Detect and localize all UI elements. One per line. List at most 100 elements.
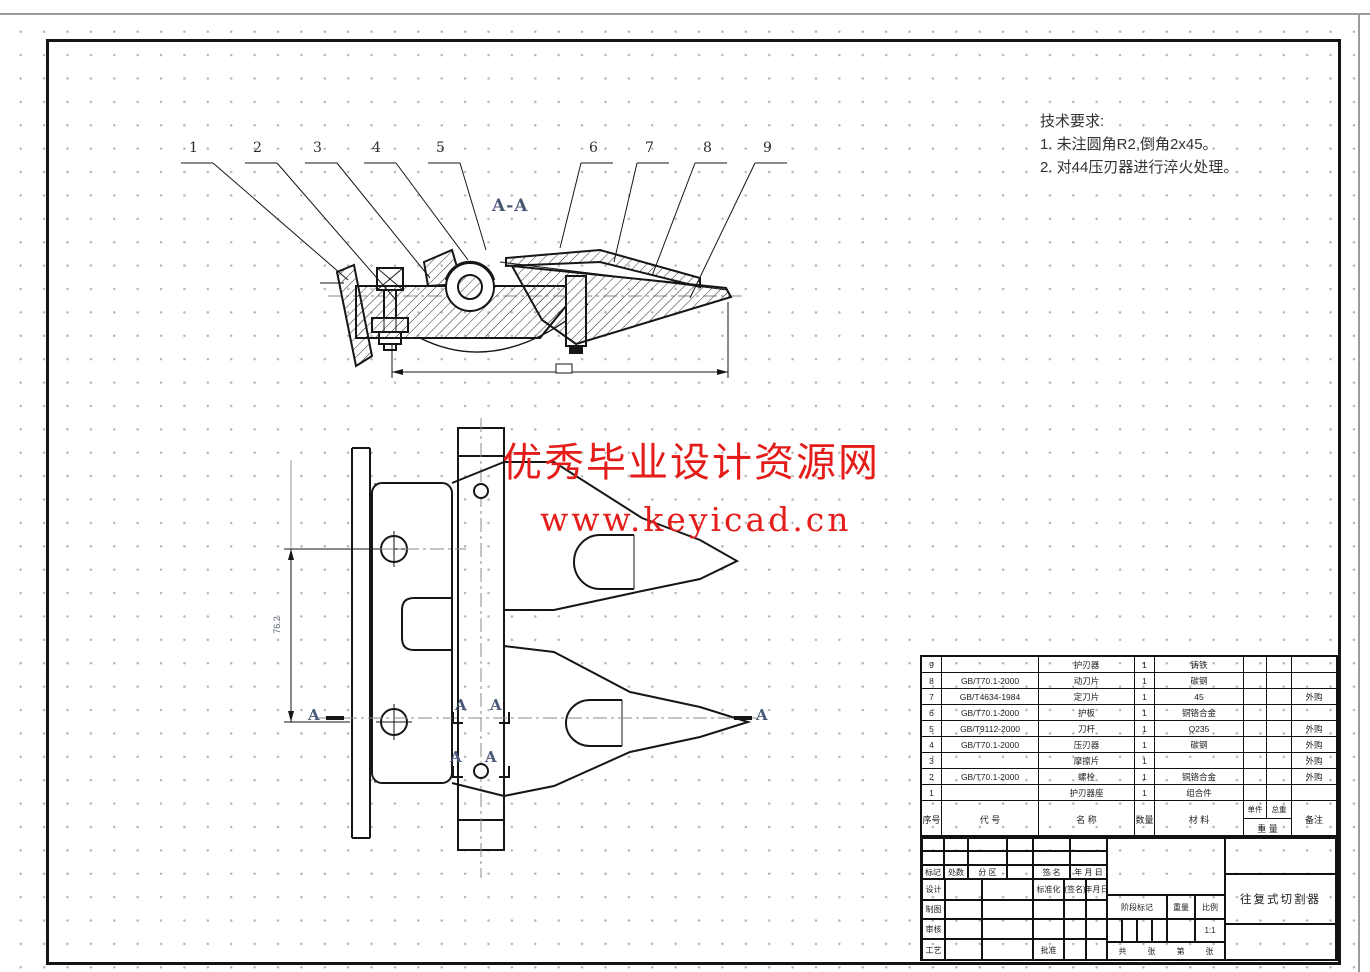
rev-cell bbox=[1007, 837, 1033, 851]
cell-qty: 1 bbox=[1135, 673, 1155, 689]
header-weight: 重 量 bbox=[1257, 823, 1278, 834]
callout-6: 6 bbox=[589, 140, 598, 156]
cell-name: 动刀片 bbox=[1039, 673, 1135, 689]
header-remark: 备注 bbox=[1304, 814, 1323, 825]
header-no: 序号 bbox=[922, 801, 942, 837]
header-name: 名 称 bbox=[1039, 801, 1135, 837]
rev-cell bbox=[944, 837, 968, 851]
label-count: 处数 bbox=[944, 865, 968, 879]
label-check: 审核 bbox=[922, 919, 945, 939]
callout-9: 9 bbox=[763, 140, 772, 156]
cell-no: 7 bbox=[922, 689, 942, 705]
table-row: 5 GB/T9112-2000 刀杆 1 Q235 外购 bbox=[922, 721, 1336, 737]
cell-remark: 外购 bbox=[1292, 769, 1336, 785]
sig-cell bbox=[1033, 919, 1064, 939]
cell-material: 45 bbox=[1155, 689, 1244, 705]
cell-material: 碳钢 bbox=[1155, 737, 1244, 753]
cell-code: GB/T70.1-2000 bbox=[942, 705, 1039, 721]
stage-cell bbox=[1122, 919, 1137, 942]
section-marker-left: A bbox=[308, 706, 320, 724]
cell-material: 铜铬合金 bbox=[1155, 705, 1244, 721]
section-marker-mid-1: A bbox=[455, 696, 467, 714]
label-weight: 重量 bbox=[1167, 895, 1195, 919]
table-row: 7 GB/T4634-1984 定刀片 1 45 外购 bbox=[922, 689, 1336, 705]
callout-5: 5 bbox=[436, 140, 445, 156]
tech-req-title: 技术要求: bbox=[1040, 113, 1105, 130]
cell-name: 螺栓 bbox=[1039, 769, 1135, 785]
cell-weight-total bbox=[1267, 785, 1292, 801]
label-zone: 分 区 bbox=[968, 865, 1007, 879]
cell-weight-unit bbox=[1244, 689, 1267, 705]
scale-value: 1:1 bbox=[1195, 919, 1225, 942]
rev-cell bbox=[1070, 837, 1107, 851]
cell-no: 3 bbox=[922, 753, 942, 769]
table-row: 9 护刃器 1 铸铁 bbox=[922, 657, 1336, 673]
cell-weight-unit bbox=[1244, 737, 1267, 753]
label-sign2: (签名) bbox=[1064, 879, 1086, 900]
cell-no: 4 bbox=[922, 737, 942, 753]
rev-cell bbox=[922, 851, 944, 865]
sheet-unit: 张 bbox=[1205, 947, 1214, 956]
cell-qty: 1 bbox=[1135, 721, 1155, 737]
cell-remark: 外购 bbox=[1292, 721, 1336, 737]
section-marker-mid-2: A bbox=[490, 696, 502, 714]
tech-req-item-1: 1. 未注圆角R2,倒角2x45。 bbox=[1040, 136, 1218, 153]
part-name: 往复式切割器 bbox=[1225, 874, 1336, 924]
label-standard: 标准化 bbox=[1033, 879, 1064, 900]
rev-cell bbox=[1033, 851, 1070, 865]
table-row: 1 护刃器座 1 组合件 bbox=[922, 785, 1336, 801]
cell-material: 碳钢 bbox=[1155, 673, 1244, 689]
cell-qty: 1 bbox=[1135, 737, 1155, 753]
window-edge-right bbox=[1358, 13, 1360, 972]
front-view bbox=[284, 418, 760, 878]
cell-weight-unit bbox=[1244, 705, 1267, 721]
section-marker-low-2: A bbox=[485, 748, 497, 766]
sig-cell bbox=[1064, 939, 1086, 961]
parts-list-table: 9 护刃器 1 铸铁 8 GB/T70.1-2000 动刀片 1 碳钢 7 GB… bbox=[920, 655, 1338, 839]
sig-cell bbox=[1086, 939, 1107, 961]
cell-weight-total bbox=[1267, 737, 1292, 753]
cell-no: 6 bbox=[922, 705, 942, 721]
label-process: 工艺 bbox=[922, 939, 945, 961]
rev-cell bbox=[1007, 865, 1033, 879]
sig-cell bbox=[982, 879, 1033, 900]
stage-cell bbox=[1137, 919, 1152, 942]
label-stage: 阶段标记 bbox=[1107, 895, 1167, 919]
cell-name: 刀杆 bbox=[1039, 721, 1135, 737]
cell-material: 铜铬合金 bbox=[1155, 769, 1244, 785]
cell-weight-total bbox=[1267, 769, 1292, 785]
cell-remark: 外购 bbox=[1292, 753, 1336, 769]
rev-cell bbox=[1033, 837, 1070, 851]
parts-table-header: 序号 代 号 名 称 数量 材 料 单件 总重 重 量 备注 bbox=[922, 801, 1336, 837]
rev-cell bbox=[922, 837, 944, 851]
section-marker-right: A bbox=[756, 706, 768, 724]
drawing-number-box bbox=[1225, 924, 1336, 961]
cell-weight-total bbox=[1267, 689, 1292, 705]
cell-code: GB/T70.1-2000 bbox=[942, 737, 1039, 753]
vertical-dimension: 76.2 bbox=[271, 616, 282, 634]
header-weight-total: 总重 bbox=[1271, 805, 1287, 814]
sheet-unit: 张 bbox=[1147, 947, 1156, 956]
rev-cell bbox=[968, 851, 1007, 865]
callout-3: 3 bbox=[313, 140, 322, 156]
cell-material: 铸铁 bbox=[1155, 657, 1244, 673]
cell-qty: 1 bbox=[1135, 689, 1155, 705]
cell-no: 8 bbox=[922, 673, 942, 689]
table-row: 8 GB/T70.1-2000 动刀片 1 碳钢 bbox=[922, 673, 1336, 689]
rev-cell bbox=[1070, 851, 1107, 865]
sig-cell bbox=[1086, 900, 1107, 919]
sig-cell bbox=[1064, 900, 1086, 919]
sheet-total-label: 共 bbox=[1118, 947, 1127, 956]
label-design: 设计 bbox=[922, 879, 945, 900]
cell-name: 摩擦片 bbox=[1039, 753, 1135, 769]
cell-remark bbox=[1292, 673, 1336, 689]
window-edge-top bbox=[0, 13, 1370, 15]
cell-code bbox=[942, 785, 1039, 801]
cell-name: 定刀片 bbox=[1039, 689, 1135, 705]
watermark-url[interactable]: www.keyicad.cn bbox=[540, 500, 852, 539]
section-marker-low-1: A bbox=[450, 748, 462, 766]
label-sign: 签 名 bbox=[1033, 865, 1070, 879]
cell-qty: 1 bbox=[1135, 705, 1155, 721]
